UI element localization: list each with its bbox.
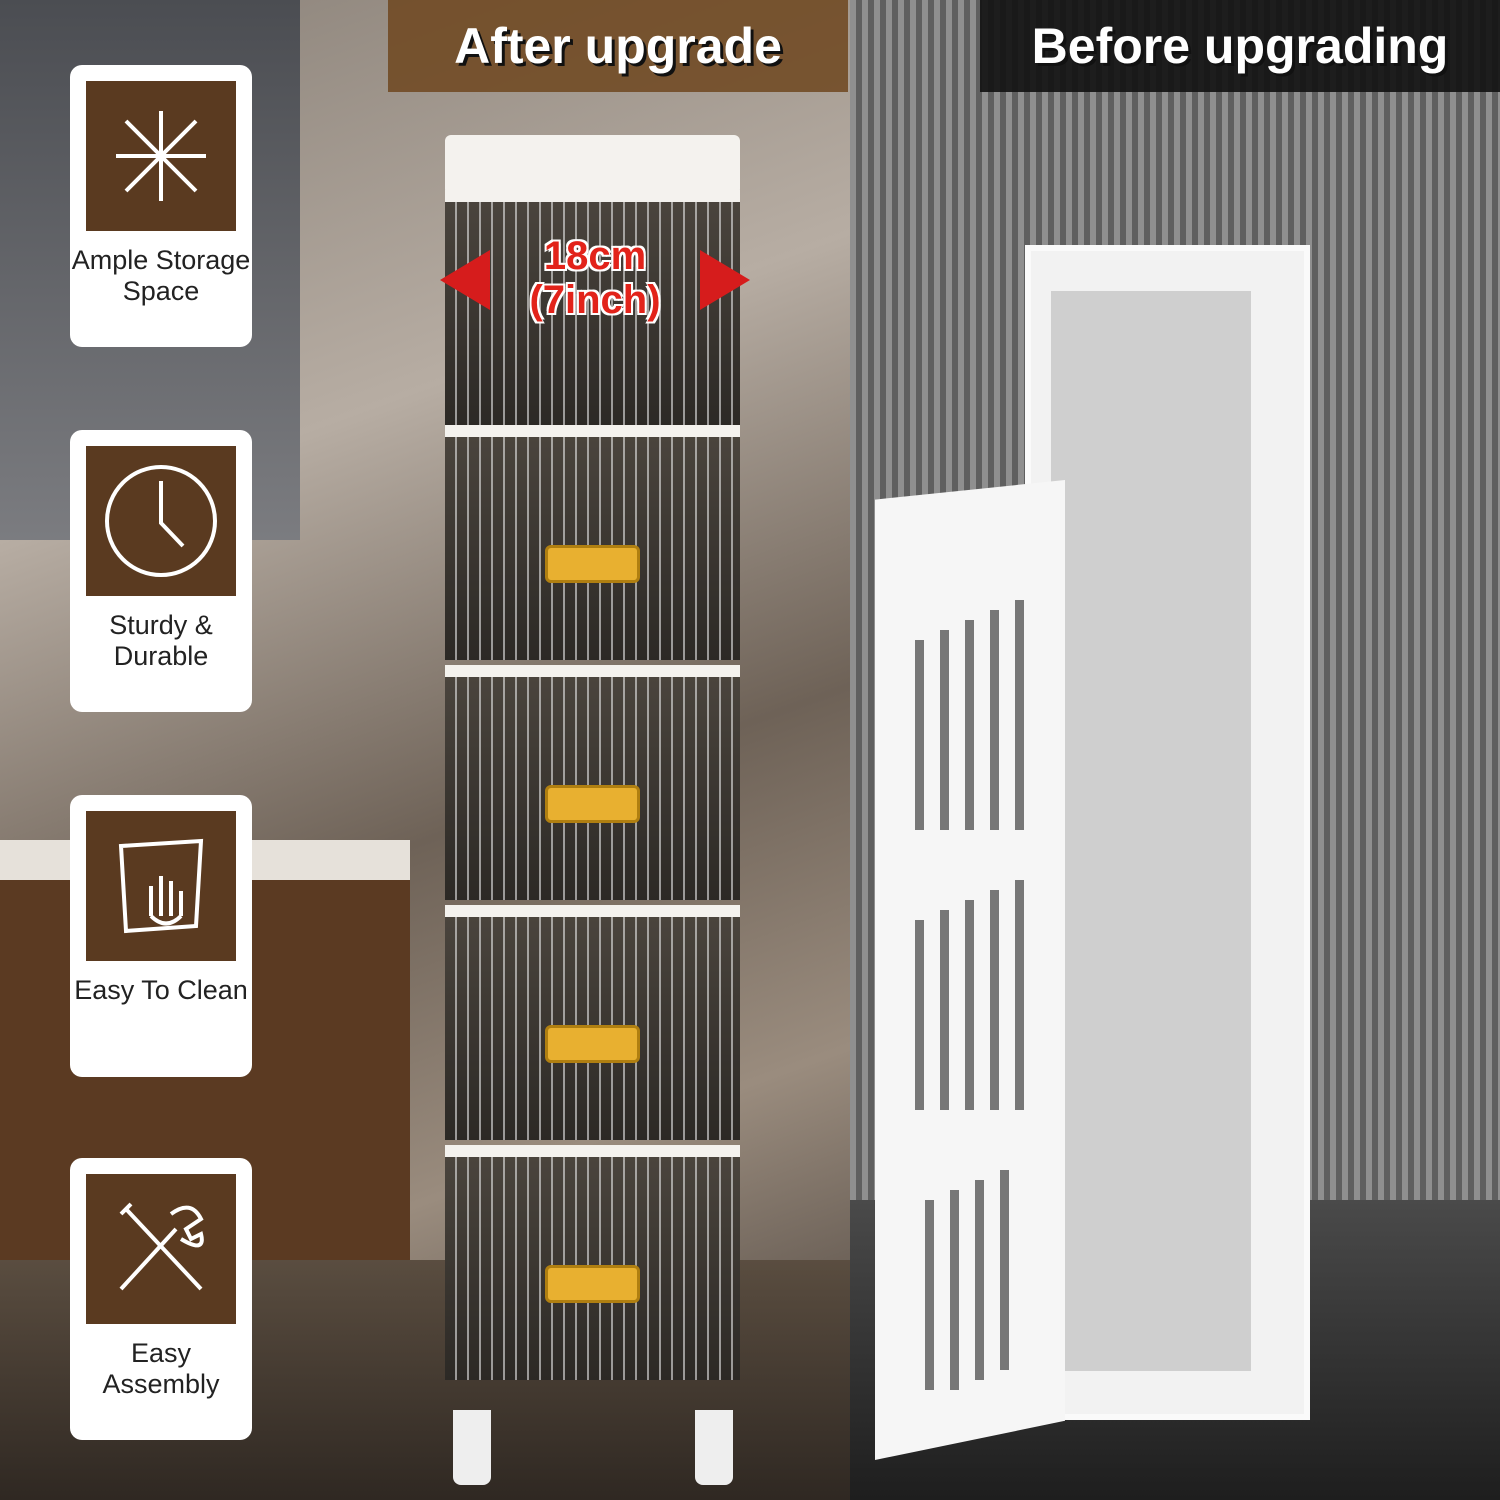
drawer-handle <box>545 1025 640 1063</box>
expand-arrows-icon <box>86 81 236 231</box>
arrow-left-icon <box>440 250 490 310</box>
width-dimension: 18cm (7inch) <box>440 228 750 328</box>
feature-card-clean: Easy To Clean <box>70 795 252 1077</box>
dimension-inch: (7inch) <box>529 278 661 322</box>
feature-label: Sturdy & Durable <box>109 610 213 671</box>
drawer <box>445 905 740 1140</box>
drawer-handle <box>545 545 640 583</box>
wrench-screwdriver-icon <box>86 1174 236 1324</box>
drawer <box>445 425 740 660</box>
drawer <box>445 665 740 900</box>
after-upgrade-header: After upgrade <box>388 0 848 92</box>
white-cabinet-before <box>1025 245 1310 1420</box>
feature-card-assembly: Easy Assembly <box>70 1158 252 1440</box>
feature-label: Easy To Clean <box>74 975 248 1005</box>
cleaning-cloth-hand-icon <box>86 811 236 961</box>
drawer <box>445 190 740 425</box>
clock-icon <box>86 446 236 596</box>
dimension-cm: 18cm <box>543 234 647 278</box>
tower-leg <box>453 1410 491 1485</box>
drawer <box>445 1145 740 1380</box>
arrow-right-icon <box>700 250 750 310</box>
feature-card-durable: Sturdy & Durable <box>70 430 252 712</box>
feature-label: Ample Storage Space <box>71 245 251 306</box>
tower-leg <box>695 1410 733 1485</box>
cabinet-door <box>875 480 1065 1460</box>
drawer-handle <box>545 1265 640 1303</box>
drawer-handle <box>545 785 640 823</box>
feature-label: Easy Assembly <box>102 1338 220 1399</box>
tower-top-shelf <box>445 135 740 195</box>
before-upgrading-header: Before upgrading <box>980 0 1500 92</box>
storage-tower-after <box>445 135 740 1485</box>
cabinet-interior <box>1051 291 1251 1371</box>
feature-card-storage: Ample Storage Space <box>70 65 252 347</box>
